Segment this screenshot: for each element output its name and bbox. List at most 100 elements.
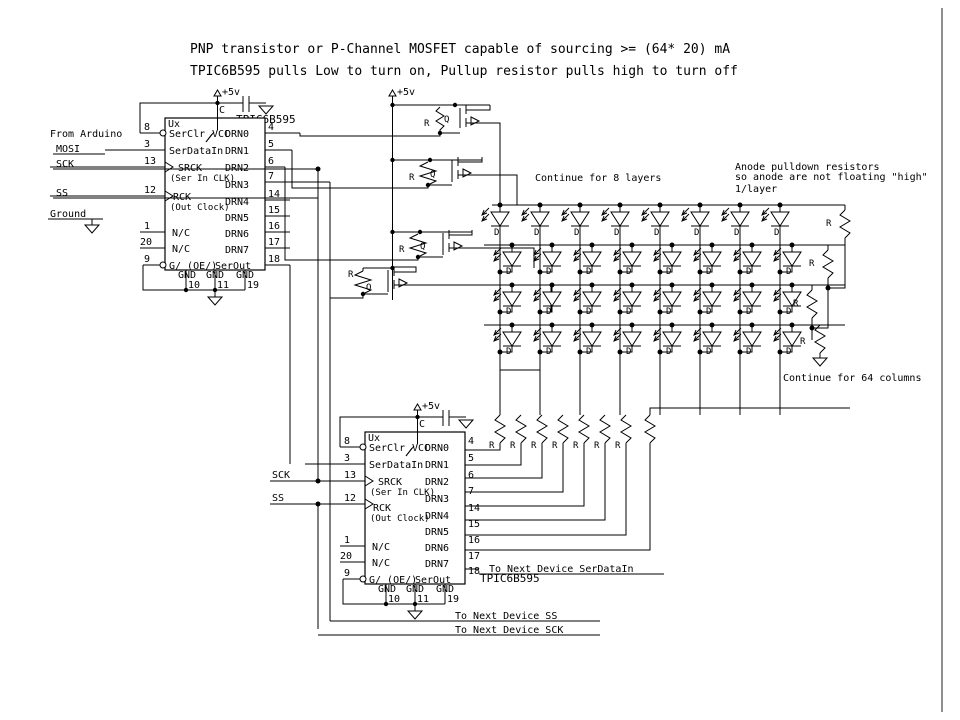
led-cell: D bbox=[653, 322, 682, 357]
ground-symbol-bottom-cap bbox=[457, 419, 475, 429]
drn5-label-bottom: DRN5 bbox=[425, 527, 449, 538]
note-to-next-ss: To Next Device SS bbox=[455, 611, 557, 622]
ic-bottom-left-pins: 8 SerClr 3 SerDataIn 13 SRCK (Ser In CLK… bbox=[270, 275, 435, 605]
drn3-label-bottom: DRN3 bbox=[425, 494, 449, 505]
note-continue-columns: Continue for 64 columns bbox=[783, 373, 921, 384]
led-label: D bbox=[666, 267, 671, 277]
ic-top-ref: Ux bbox=[168, 119, 180, 130]
led-cell: D bbox=[733, 322, 762, 357]
ground-symbol-bottom-ic bbox=[406, 610, 424, 620]
resistor-label-1: R bbox=[424, 119, 430, 129]
led-matrix: D D D bbox=[481, 202, 845, 415]
led-cell: D bbox=[693, 282, 722, 317]
arduino-input-group: From Arduino MOSI SCK SS Ground bbox=[48, 129, 122, 234]
led-label: D bbox=[786, 347, 791, 357]
led-label: D bbox=[574, 228, 579, 238]
vcc-arrow-top-ic bbox=[213, 89, 222, 97]
led-label: D bbox=[506, 347, 511, 357]
column-resistor-1 bbox=[494, 414, 506, 444]
drn3-label-top: DRN3 bbox=[225, 180, 249, 191]
drn7-label-bottom: DRN7 bbox=[425, 559, 449, 570]
cap-ref-bottom-ic: C bbox=[419, 419, 425, 430]
led-label: D bbox=[654, 228, 659, 238]
gnd-pin-11-bottom: 11 bbox=[417, 594, 429, 605]
label-ground: Ground bbox=[50, 209, 86, 220]
label-mosi: MOSI bbox=[56, 144, 80, 155]
driver-2: R Q bbox=[291, 150, 518, 205]
gnd-label-1-bottom: GND bbox=[378, 584, 396, 595]
gnd-pin-10-bottom: 10 bbox=[388, 594, 400, 605]
supply-label-top-ic: +5v bbox=[222, 87, 240, 98]
pin-sub-srck-top: (Ser In CLK) bbox=[170, 174, 235, 184]
pin-num-12-top: 12 bbox=[144, 185, 156, 196]
pin-sub-rck-top: (Out Clock) bbox=[170, 203, 230, 213]
vcc-arrow-drivers bbox=[388, 89, 397, 97]
clock-triangle-srck-bottom bbox=[364, 475, 374, 487]
label-sck-top: SCK bbox=[56, 159, 74, 170]
capacitor-top-ic bbox=[242, 96, 250, 112]
serout-pin-bottom: 18 bbox=[468, 566, 480, 577]
led-label: D bbox=[614, 228, 619, 238]
ic-bottom-gnd-group: GND GND GND 10 11 19 bbox=[378, 584, 459, 620]
pin-label-rck-bottom: RCK bbox=[373, 503, 391, 514]
clock-triangle-rck-top bbox=[164, 190, 174, 202]
pin-num-13-top: 13 bbox=[144, 156, 156, 167]
serout-pin-top: 18 bbox=[268, 254, 280, 265]
drn4-label-bottom: DRN4 bbox=[425, 511, 449, 522]
led-cell: D bbox=[573, 242, 602, 277]
pin-label-serclr-bottom: SerClr bbox=[369, 443, 405, 454]
pin-label-serclr-top: SerClr bbox=[169, 129, 205, 140]
drn0-label-bottom: DRN0 bbox=[425, 443, 449, 454]
led-label: D bbox=[774, 228, 779, 238]
label-ss-bottom: SS bbox=[272, 493, 284, 504]
mosfet-3-body-arrow bbox=[453, 241, 464, 251]
ground-symbol-pulldown bbox=[811, 357, 829, 367]
pin-num-13-bottom: 13 bbox=[344, 470, 356, 481]
resistor-label-3: R bbox=[399, 245, 405, 255]
led-label: D bbox=[586, 307, 591, 317]
led-cell: D bbox=[761, 202, 790, 238]
pullup-resistor-3 bbox=[408, 233, 428, 258]
led-label: D bbox=[546, 347, 551, 357]
pulldown-label-1: R bbox=[826, 219, 832, 229]
col-res-label-2: R bbox=[510, 441, 516, 451]
label-sck-bottom: SCK bbox=[272, 470, 290, 481]
pin-label-nc1-top: N/C bbox=[172, 228, 190, 239]
drn1-label-bottom: DRN1 bbox=[425, 460, 449, 471]
led-cell: D bbox=[481, 202, 510, 238]
col-res-label-3: R bbox=[531, 441, 537, 451]
note-anode-pulldown-1: Anode pulldown resistors bbox=[735, 162, 880, 173]
column-resistors: R R R R R R R bbox=[479, 369, 850, 551]
drn0-label-top: DRN0 bbox=[225, 129, 249, 140]
col-res-label-6: R bbox=[594, 441, 600, 451]
led-cell: D bbox=[613, 282, 642, 317]
led-label: D bbox=[494, 228, 499, 238]
pin-label-nc2-top: N/C bbox=[172, 244, 190, 255]
clock-triangle-rck-bottom bbox=[364, 498, 374, 510]
resistor-label-4: R bbox=[348, 270, 354, 280]
led-cell: D bbox=[653, 242, 682, 277]
drn5-label-top: DRN5 bbox=[225, 213, 249, 224]
pulldown-label-4: R bbox=[800, 337, 806, 347]
drn6-label-bottom: DRN6 bbox=[425, 543, 449, 554]
led-label: D bbox=[506, 307, 511, 317]
led-label: D bbox=[506, 267, 511, 277]
pulldown-resistor-row3 bbox=[806, 289, 818, 319]
drn2-pin-bottom: 6 bbox=[468, 470, 474, 481]
led-cell: D bbox=[533, 282, 562, 317]
serclr-to-vcc-wire bbox=[139, 102, 218, 133]
pin-num-20-bottom: 20 bbox=[340, 551, 352, 562]
col1-jog bbox=[499, 362, 520, 371]
gnd-pin-11-top: 11 bbox=[217, 280, 229, 291]
led-cell: D bbox=[533, 322, 562, 357]
pin-label-srck-bottom: SRCK bbox=[378, 477, 402, 488]
led-cell: D bbox=[641, 202, 670, 238]
col-res-label-4: R bbox=[552, 441, 558, 451]
note-anode-pulldown-3: 1/layer bbox=[735, 184, 777, 195]
pin-label-nc2-bottom: N/C bbox=[372, 558, 390, 569]
ground-symbol-top-cap bbox=[257, 105, 275, 115]
note-continue-layers: Continue for 8 layers bbox=[535, 173, 661, 184]
led-row-3: D D D bbox=[493, 282, 802, 317]
led-cell: D bbox=[573, 282, 602, 317]
